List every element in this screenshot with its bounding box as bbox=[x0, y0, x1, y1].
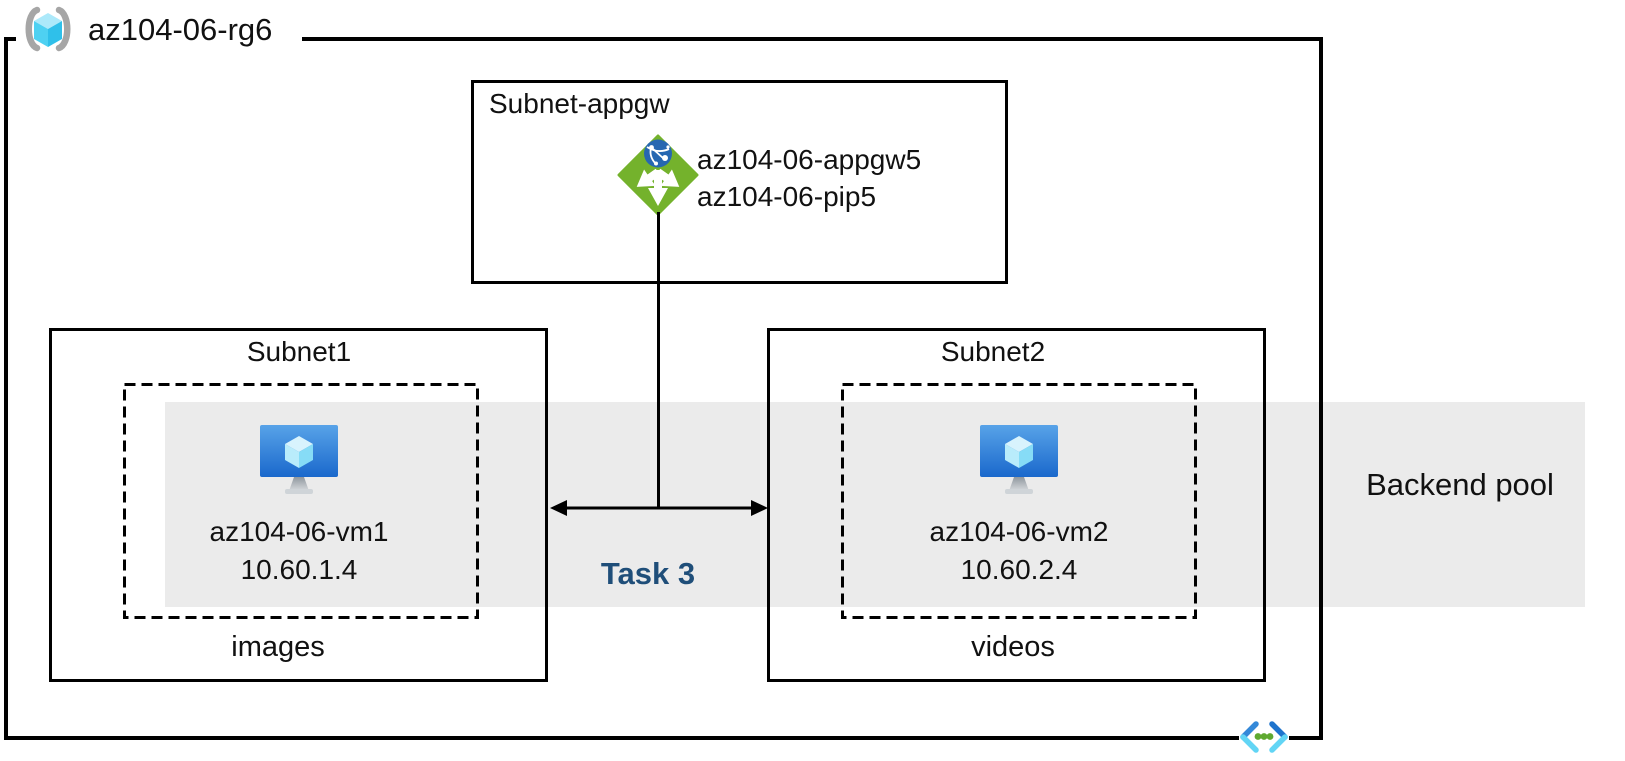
vm1-ip: 10.60.1.4 bbox=[240, 554, 358, 585]
virtual-machine-icon bbox=[980, 425, 1058, 494]
backend-pool-band bbox=[165, 402, 1585, 607]
application-gateway-icon bbox=[617, 134, 699, 216]
pip-name: az104-06-pip5 bbox=[697, 181, 877, 212]
appgw-name: az104-06-appgw5 bbox=[697, 144, 922, 175]
double-arrow-connector bbox=[550, 500, 768, 516]
resource-group-box bbox=[4, 37, 1323, 740]
appgw-resource-names: az104-06-appgw5 az104-06-pip5 bbox=[697, 141, 921, 215]
vm2-name: az104-06-vm2 bbox=[929, 516, 1109, 547]
subnet1-box bbox=[49, 328, 548, 682]
appgw-subnet-box bbox=[471, 80, 1008, 284]
backend-pool-label: Backend pool bbox=[1366, 467, 1554, 502]
subnet2-label: Subnet2 bbox=[940, 336, 1046, 367]
subnet2-folder-label: videos bbox=[971, 631, 1055, 663]
resource-group-icon bbox=[25, 6, 71, 52]
subnet2-backend-dashed-box bbox=[841, 383, 1197, 619]
appgw-subnet-label: Subnet-appgw bbox=[489, 88, 670, 119]
subnet1-label: Subnet1 bbox=[246, 336, 352, 367]
subnet1-folder-label: images bbox=[231, 631, 325, 663]
vm1-name: az104-06-vm1 bbox=[209, 516, 389, 547]
subnet1-backend-dashed-box bbox=[123, 383, 479, 619]
gateway-connector-line bbox=[657, 212, 660, 508]
resource-group-border-gap bbox=[16, 32, 302, 46]
virtual-network-icon bbox=[1239, 721, 1289, 753]
task-label: Task 3 bbox=[600, 556, 696, 591]
subnet2-box bbox=[767, 328, 1266, 682]
vm2-ip: 10.60.2.4 bbox=[960, 554, 1078, 585]
virtual-machine-icon bbox=[260, 425, 338, 494]
resource-group-name: az104-06-rg6 bbox=[88, 12, 273, 47]
